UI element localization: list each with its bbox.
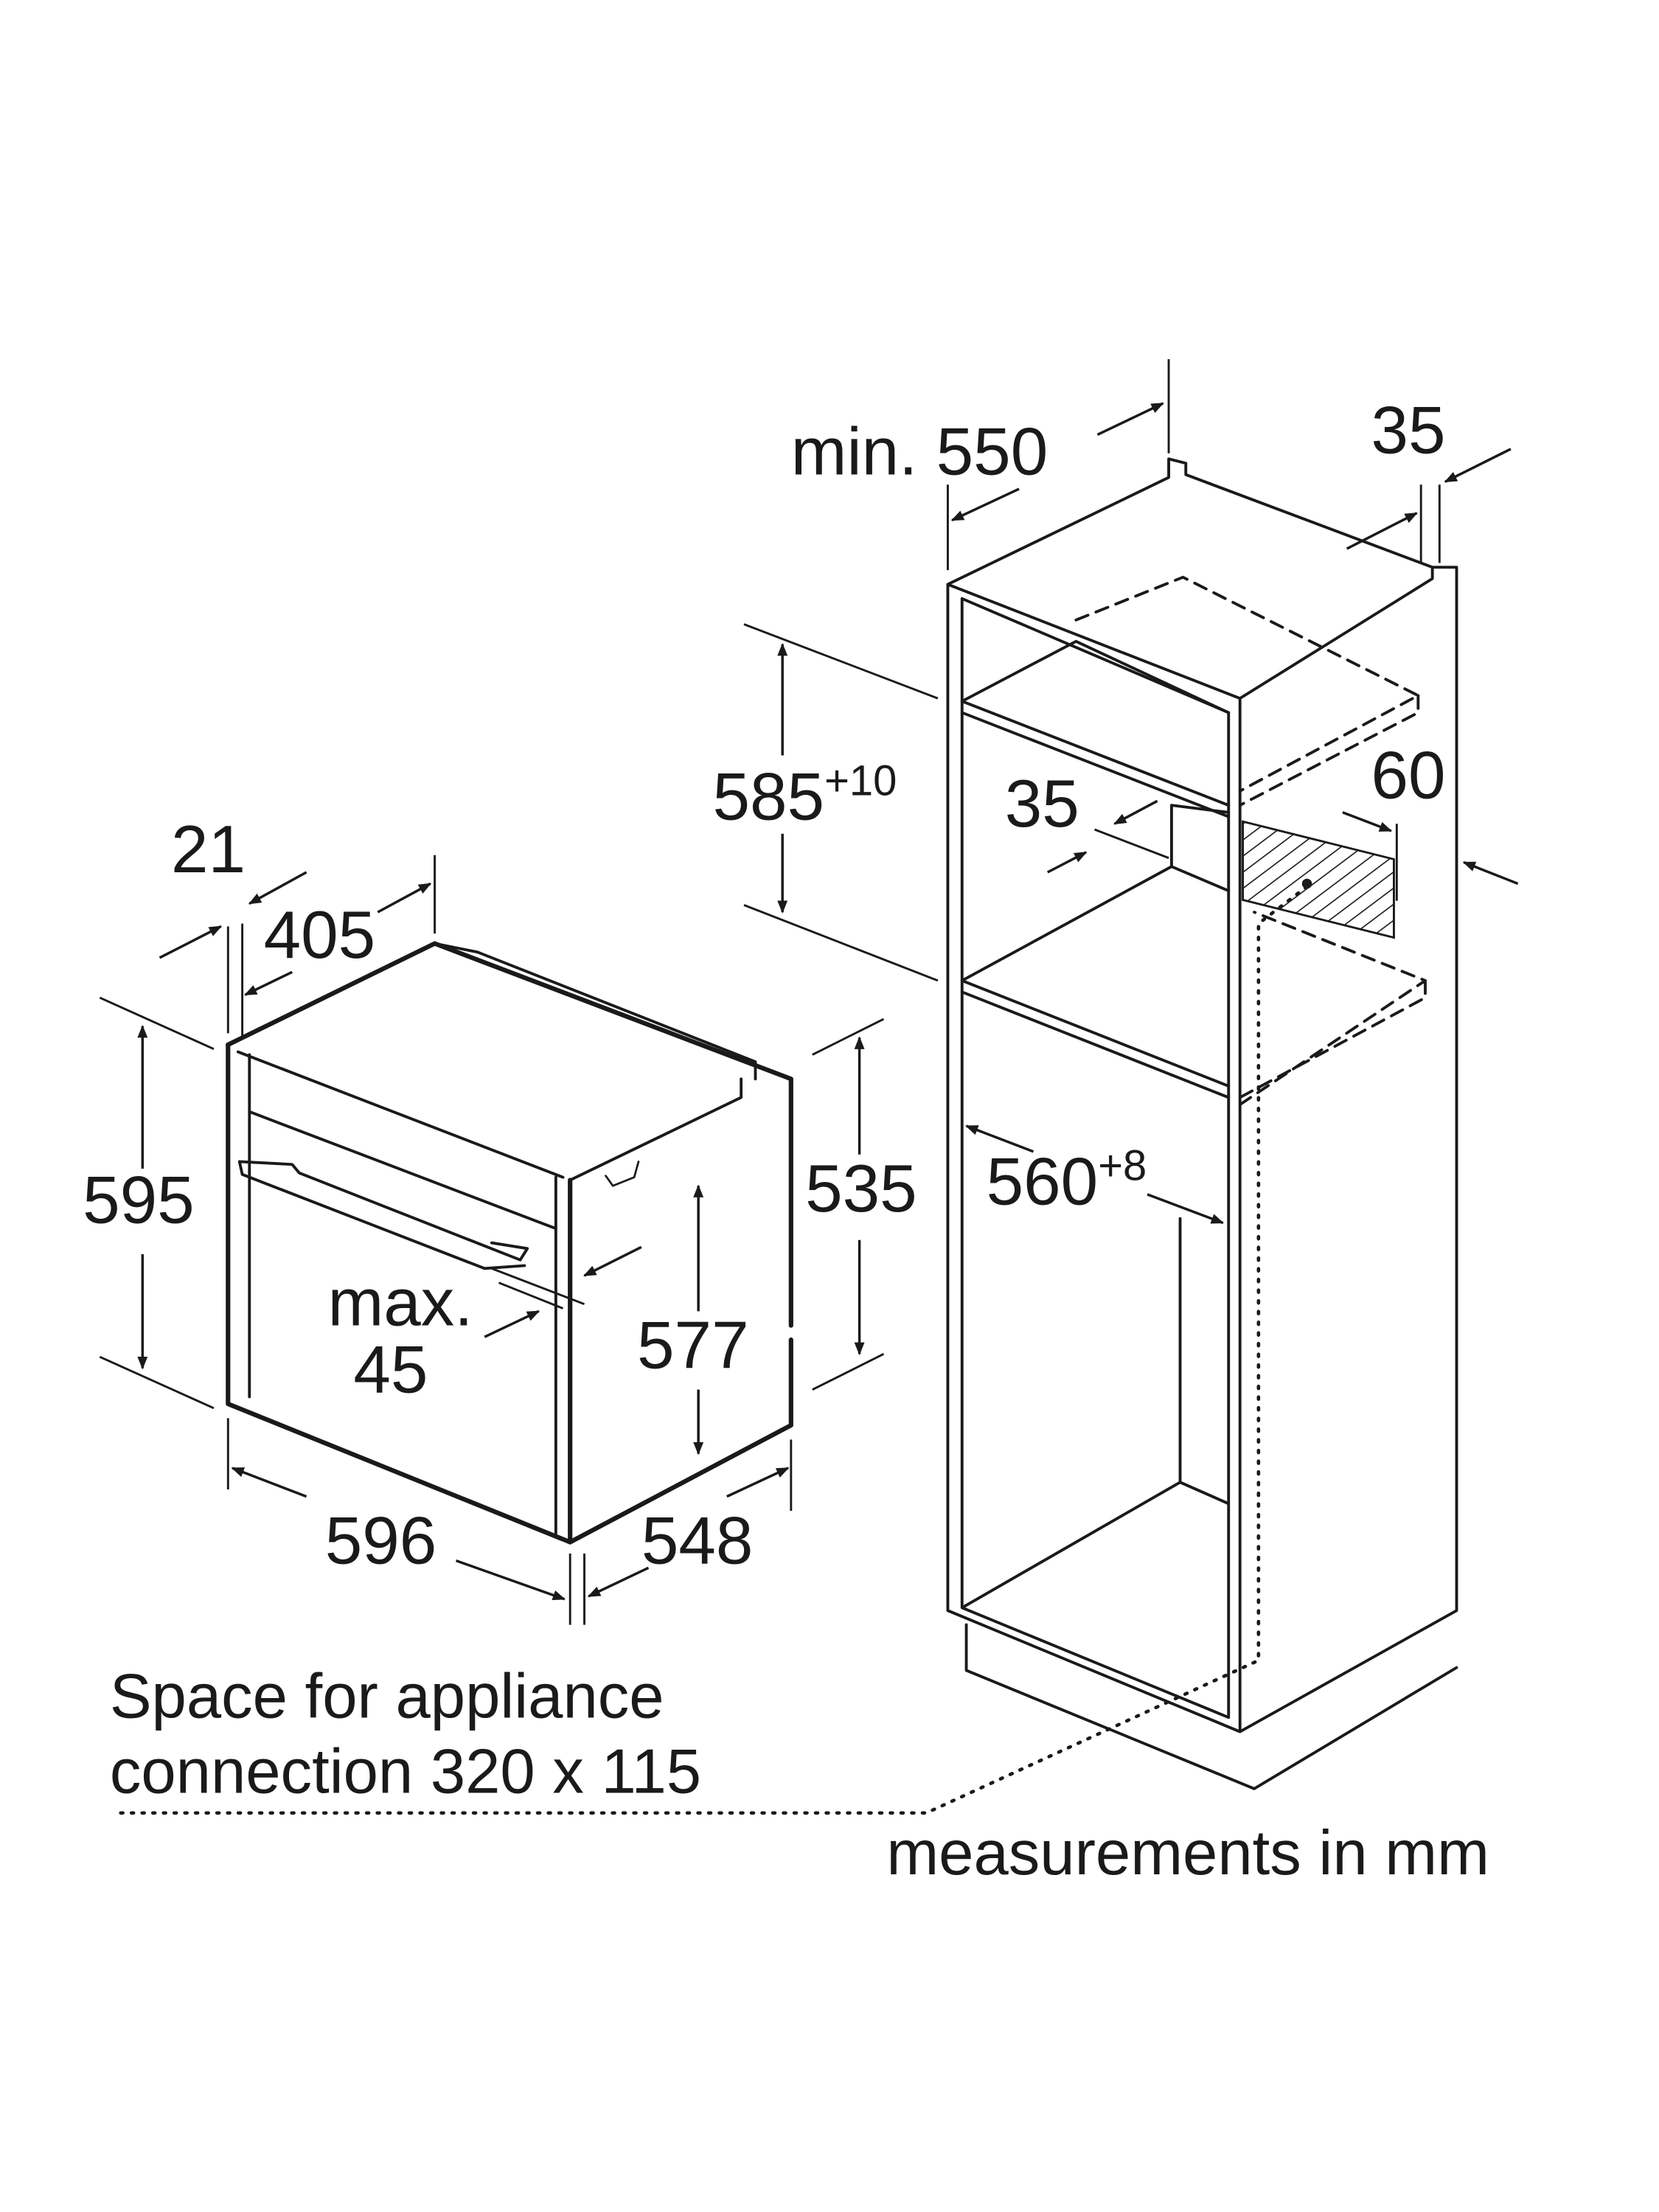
cabinet-dashed-appliance [1074, 575, 1427, 1106]
label-560-tolerance: +8 [1098, 1143, 1147, 1190]
label-585: 585+10 [712, 758, 897, 835]
label-60: 60 [1371, 738, 1446, 813]
dim-548-arrow-b [726, 1467, 790, 1498]
dim-596-arrow-b [455, 1559, 566, 1601]
label-585-value: 585 [712, 759, 824, 834]
dim-405-arrow-b [377, 882, 432, 914]
dim-35-mid-arrow-a [1113, 799, 1158, 825]
connection-dotted-line [115, 885, 1309, 1815]
label-min-550: min. 550 [791, 415, 1048, 490]
label-596: 596 [325, 1503, 437, 1578]
dim-45-arrow-b [484, 1310, 540, 1338]
dim-35-top-arrow-b [1444, 448, 1512, 483]
note-connection-line1: Space for appliance [110, 1661, 664, 1731]
oven-top-trim [433, 942, 757, 1182]
dim-60-right-arrow [1462, 860, 1519, 886]
dim-405-arrow-a [243, 970, 293, 996]
label-535: 535 [805, 1152, 917, 1226]
label-45: 45 [353, 1333, 428, 1408]
dim-548-arrow-a [587, 1566, 650, 1598]
label-35-top: 35 [1371, 394, 1446, 468]
dim-35-mid-arrow-b [1046, 851, 1088, 874]
dim-60-arrow [1342, 811, 1393, 832]
cabinet-inner-frame [960, 597, 1231, 1719]
oven-drawing [99, 855, 885, 1625]
cabinet-drawing [115, 359, 1519, 1815]
label-560: 560+8 [987, 1143, 1147, 1220]
connection-point [1301, 878, 1312, 889]
cabinet-outer [946, 457, 1458, 1733]
dim-21-arrow-b [248, 871, 307, 905]
dim-35-top-arrow-a [1346, 512, 1418, 550]
oven-top-face [226, 941, 793, 1545]
label-560-value: 560 [987, 1144, 1099, 1219]
dim-550-arrow-a [950, 487, 1020, 522]
label-35-mid: 35 [1005, 767, 1079, 841]
note-units: measurements in mm [886, 1818, 1489, 1888]
label-585-tolerance: +10 [824, 758, 897, 805]
label-577: 577 [637, 1309, 749, 1383]
dim-596-arrow-a [231, 1467, 307, 1498]
oven-front-face [226, 1042, 573, 1545]
oven-side-hook [605, 1161, 640, 1187]
cabinet-niche-shelf-bottom [960, 804, 1231, 1099]
oven-control-panel [236, 1050, 565, 1535]
oven-handle [237, 1160, 529, 1270]
label-405: 405 [264, 898, 376, 973]
label-548: 548 [641, 1503, 754, 1578]
note-connection-line2: connection 320 x 115 [110, 1737, 701, 1807]
dim-560-arrow-a [964, 1124, 1034, 1153]
dim-45-arrow-a [582, 1245, 642, 1277]
dim-560-arrow-b [1147, 1193, 1225, 1225]
dim-550-arrow-b [1096, 402, 1164, 437]
label-595: 595 [83, 1164, 195, 1238]
label-21: 21 [171, 813, 246, 887]
label-max: max. [328, 1266, 473, 1340]
cabinet-niche-shelf-top [960, 639, 1231, 818]
dim-21-arrow-a [159, 925, 223, 959]
